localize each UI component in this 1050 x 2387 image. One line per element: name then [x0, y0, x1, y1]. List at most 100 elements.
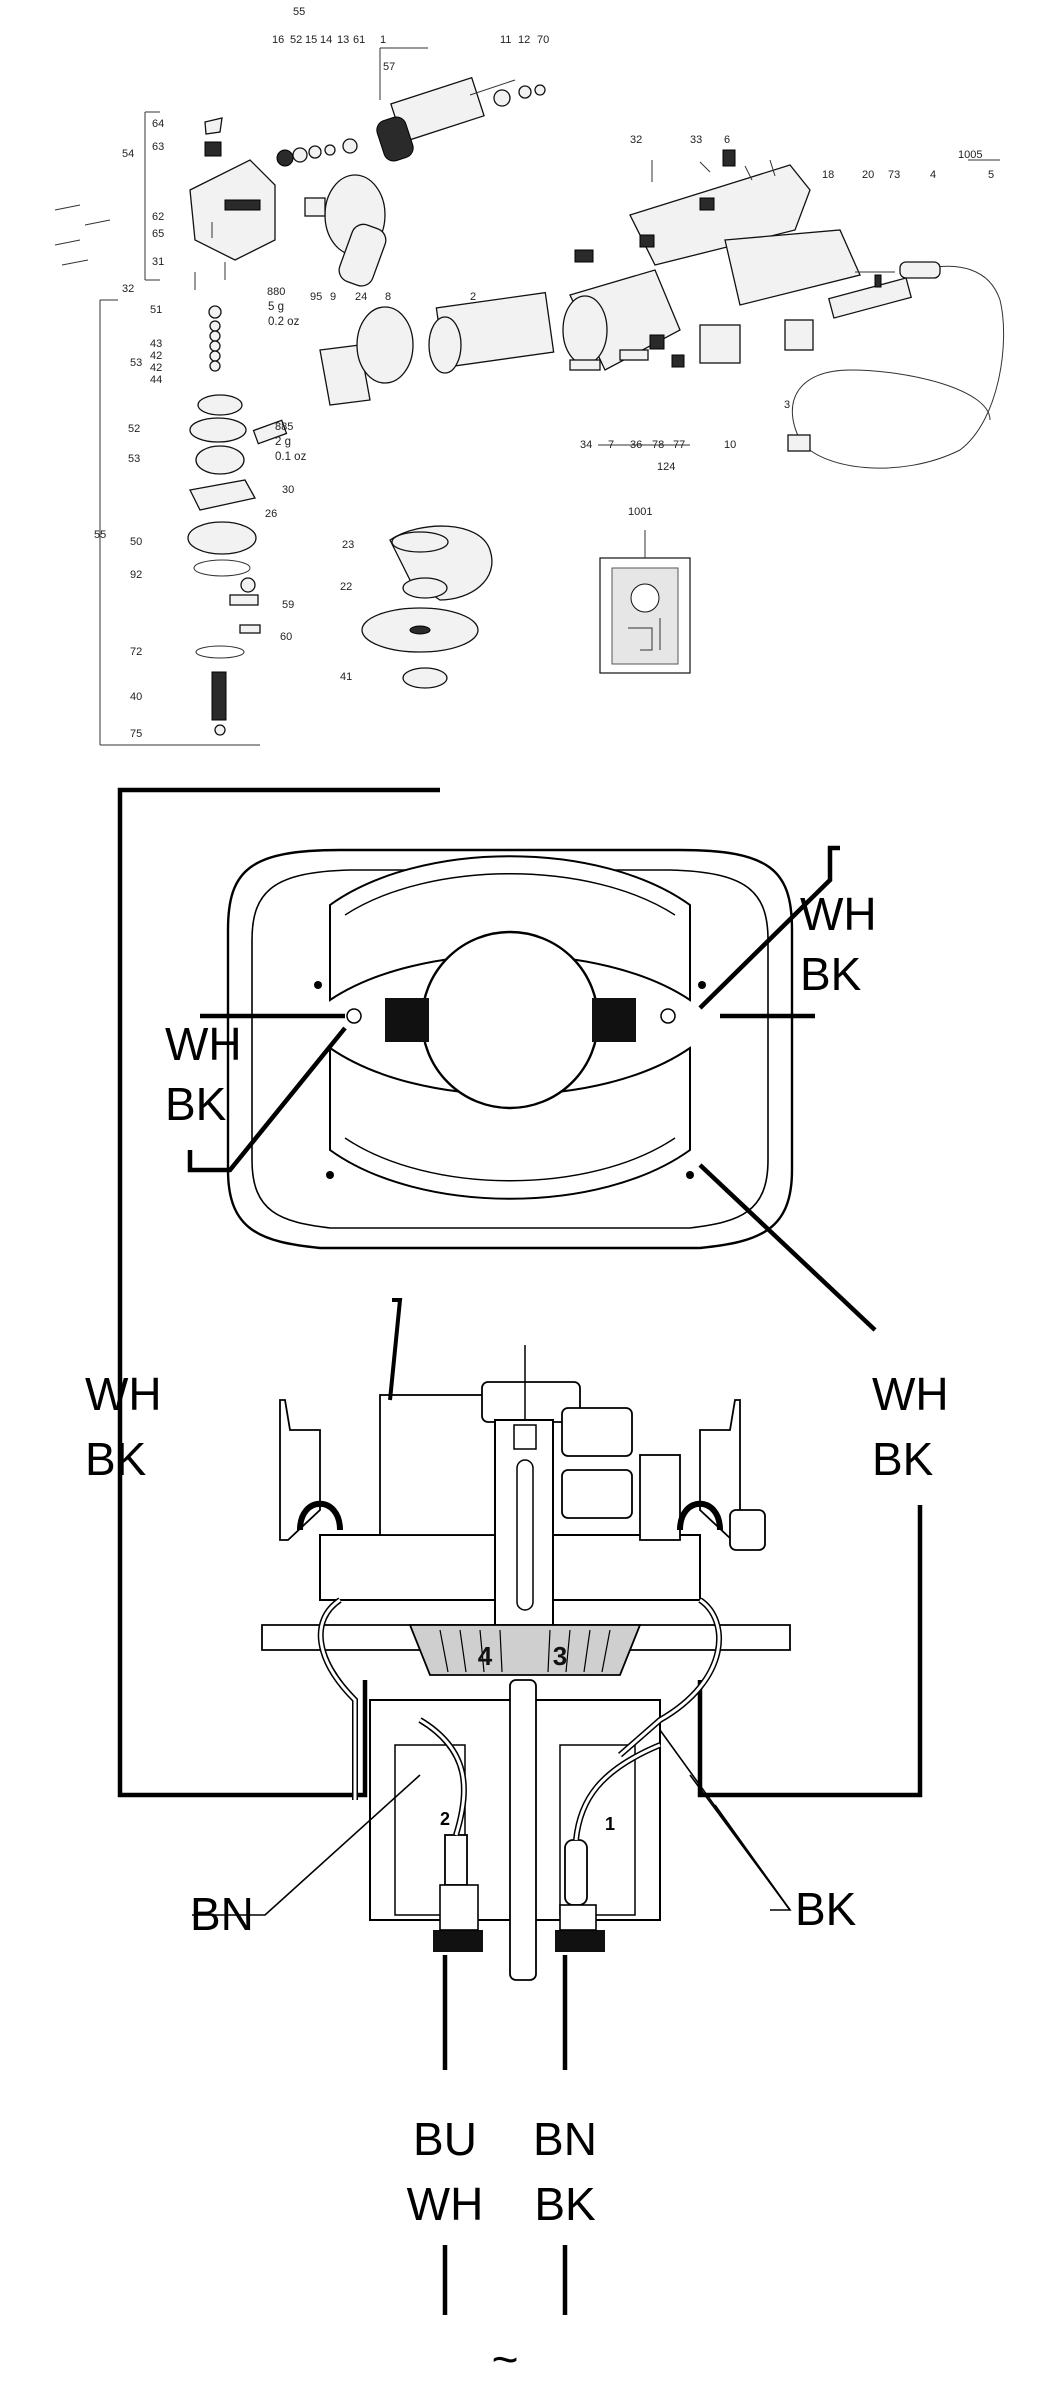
callout-c18: 18 [822, 169, 834, 181]
callout-c54: 54 [122, 148, 134, 160]
callout-c1: 1 [380, 34, 386, 46]
side-label-left-bottom: BK [85, 1433, 147, 1485]
callout-c64: 64 [152, 118, 164, 130]
lead-label-bk: BK [795, 1883, 857, 1935]
side-label-left-top: WH [85, 1368, 162, 1420]
callout-c9: 9 [330, 291, 336, 303]
bk-leader [659, 1729, 792, 1911]
callout-c31: 31 [152, 256, 164, 268]
stator-part [428, 291, 555, 374]
callout-c62: 62 [152, 211, 164, 223]
callout-c2: 2 [470, 291, 476, 303]
callout-c16: 16 [272, 34, 284, 46]
stator-label-right-top: WH [800, 888, 877, 940]
callout-c70: 70 [537, 34, 549, 46]
exploded-view [54, 47, 1005, 746]
schematic-inset [599, 530, 691, 674]
pin-number-left: 2 [440, 1809, 450, 1829]
callout-c15: 15 [305, 34, 317, 46]
terminal-label-2-bottom: BK [534, 2178, 596, 2230]
callout-c59: 59 [282, 599, 294, 611]
callout-c1001: 1001 [628, 506, 652, 518]
callout-c53a: 53 [130, 357, 142, 369]
callout-c41: 41 [340, 671, 352, 683]
bearing-flange [319, 306, 414, 406]
callout-c72: 72 [130, 646, 142, 658]
lead-label-bn: BN [190, 1888, 254, 1940]
pin-number-right: 1 [605, 1814, 615, 1834]
output-leads [442, 1955, 568, 2315]
callout-c30: 30 [282, 484, 294, 496]
callout-c36: 36 [630, 439, 642, 451]
callout-c43: 43 [150, 338, 162, 350]
callout-c3: 3 [784, 399, 790, 411]
callout-c26: 26 [265, 508, 277, 520]
side-label-right-bottom: BK [872, 1433, 934, 1485]
motor-housing [562, 269, 681, 371]
gear-column [99, 299, 288, 746]
handle-shell [629, 164, 861, 306]
callout-c6: 6 [724, 134, 730, 146]
callout-c52: 52 [128, 423, 140, 435]
wire-labels: WH BK WH BK WH BK WH BK BN BK BU WH BN B… [85, 888, 949, 2385]
callout-c77: 77 [673, 439, 685, 451]
callout-c57: 57 [383, 61, 395, 73]
screws-right [651, 149, 776, 182]
terminal-label-2-top: BN [533, 2113, 597, 2165]
callout-c52top: 52 [290, 34, 302, 46]
clamping-nut [402, 667, 448, 689]
hub-number-right: 3 [553, 1641, 567, 1671]
callout-c51: 51 [150, 304, 162, 316]
note-880-mass: 5 g [268, 301, 284, 313]
callout-c5: 5 [988, 169, 994, 181]
callout-c55top: 55 [293, 6, 305, 18]
callout-c44: 44 [150, 374, 162, 386]
callout-c55left: 55 [94, 529, 106, 541]
callout-c53b: 53 [128, 453, 140, 465]
callout-c42a: 42 [150, 350, 162, 362]
stator-leads [117, 787, 923, 1798]
callout-c4: 4 [930, 169, 936, 181]
callout-c10: 10 [724, 439, 736, 451]
callout-c34: 34 [580, 439, 592, 451]
note-885-oz: 0.1 oz [275, 451, 307, 463]
callout-c73: 73 [888, 169, 900, 181]
stator-label-left-top: WH [165, 1018, 242, 1070]
callout-c124: 124 [657, 461, 675, 473]
side-label-right-top: WH [872, 1368, 949, 1420]
stator-label-left-bottom: BK [165, 1078, 227, 1130]
armature-part [376, 47, 546, 162]
power-cord [787, 261, 1005, 469]
flange-nut [402, 577, 448, 599]
callout-c75: 75 [130, 728, 142, 740]
callout-c33: 33 [690, 134, 702, 146]
callout-c60: 60 [280, 631, 292, 643]
callout-c78: 78 [652, 439, 664, 451]
callout-c1005: 1005 [958, 149, 982, 161]
side-handle [304, 174, 387, 287]
wiring-diagram: 4 3 2 1 [85, 787, 949, 2385]
grinding-disc [361, 607, 479, 653]
callout-c11: 11 [500, 34, 511, 46]
terminal-label-1-top: BU [413, 2113, 477, 2165]
hub-number-left: 4 [478, 1641, 493, 1671]
callout-c40: 40 [130, 691, 142, 703]
callout-c8: 8 [385, 291, 391, 303]
callout-c13: 13 [337, 34, 349, 46]
callout-c63: 63 [152, 141, 164, 153]
stator-housing [226, 848, 794, 1250]
callout-c32left: 32 [122, 283, 134, 295]
callout-c22: 22 [340, 581, 352, 593]
terminal-label-1-bottom: WH [407, 2178, 484, 2230]
callout-c12: 12 [518, 34, 530, 46]
brush-assembly: 4 3 2 1 [261, 1298, 791, 1981]
callout-c7: 7 [608, 439, 614, 451]
callout-c23: 23 [342, 539, 354, 551]
callout-c92: 92 [130, 569, 142, 581]
bn-leader [192, 1774, 421, 1916]
callout-c32right: 32 [630, 134, 642, 146]
ac-symbol: ~ [492, 2333, 519, 2385]
callout-c880: 880 [267, 286, 285, 298]
switch-parts [569, 249, 814, 371]
